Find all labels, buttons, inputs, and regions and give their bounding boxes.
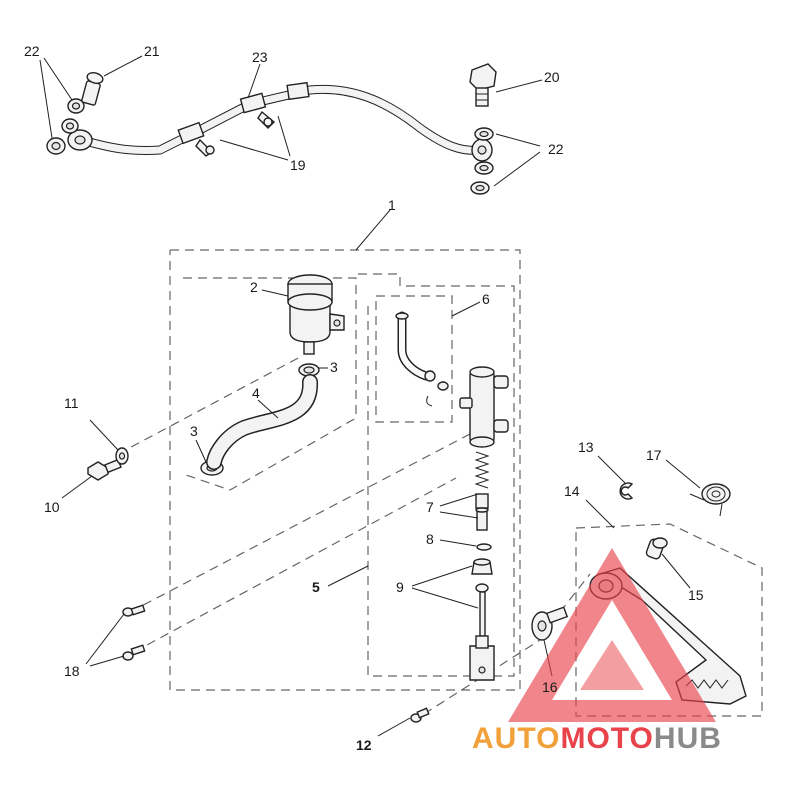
leader-lines [39, 55, 701, 737]
label-18: 18 [64, 663, 80, 679]
sealing-washers-right [470, 127, 494, 195]
label-13: 13 [578, 439, 594, 455]
brake-light-switch-20 [469, 63, 497, 107]
piston-spring-assembly [474, 451, 490, 531]
sealing-washers-left [46, 98, 85, 155]
label-5: 5 [312, 579, 320, 595]
label-7: 7 [426, 499, 434, 515]
master-cylinder-body [459, 366, 509, 448]
pushrod-assembly [469, 558, 495, 681]
label-14: 14 [564, 483, 580, 499]
svg-text:AUTOMOTOHUB: AUTOMOTOHUB [472, 722, 722, 755]
watermark-moto: MOTO [560, 722, 653, 755]
screws-18 [122, 604, 146, 661]
label-3-lower: 3 [190, 423, 198, 439]
watermark-text: AUTOMOTOHUB [472, 722, 722, 755]
fluid-reservoir [287, 274, 345, 355]
label-11: 11 [64, 395, 79, 411]
label-8: 8 [426, 531, 434, 547]
pivot-bushing-15 [645, 537, 668, 560]
banjo-bolt-21 [81, 72, 104, 106]
label-15: 15 [688, 587, 704, 603]
circlip-8 [476, 543, 492, 551]
label-4: 4 [252, 385, 260, 401]
label-6: 6 [482, 291, 490, 307]
label-3-upper: 3 [330, 359, 338, 375]
automotohub-watermark [508, 548, 716, 722]
pivot-bolt-16 [531, 606, 569, 641]
label-21: 21 [144, 43, 160, 59]
connector-hose-6 [395, 311, 449, 407]
label-9: 9 [396, 579, 404, 595]
label-2: 2 [250, 279, 258, 295]
label-22-left: 22 [24, 43, 40, 59]
bolt-10 [87, 458, 122, 481]
watermark-auto: AUTO [472, 722, 560, 755]
label-10: 10 [44, 499, 60, 515]
label-23: 23 [252, 49, 268, 65]
part-labels: 22 21 23 20 22 19 1 2 6 3 4 11 3 13 17 1… [24, 43, 704, 753]
label-12: 12 [356, 737, 372, 753]
label-20: 20 [544, 69, 560, 85]
watermark-hub: HUB [654, 722, 722, 755]
label-16: 16 [542, 679, 558, 695]
bolt-12 [410, 707, 430, 723]
e-clip-13 [619, 482, 634, 500]
return-spring-17 [689, 483, 731, 517]
label-19: 19 [290, 157, 306, 173]
label-1: 1 [388, 197, 396, 213]
reservoir-hose [206, 374, 318, 470]
label-22-right: 22 [548, 141, 564, 157]
washer-11 [115, 447, 129, 465]
brake-hose [67, 81, 493, 162]
label-17: 17 [646, 447, 662, 463]
